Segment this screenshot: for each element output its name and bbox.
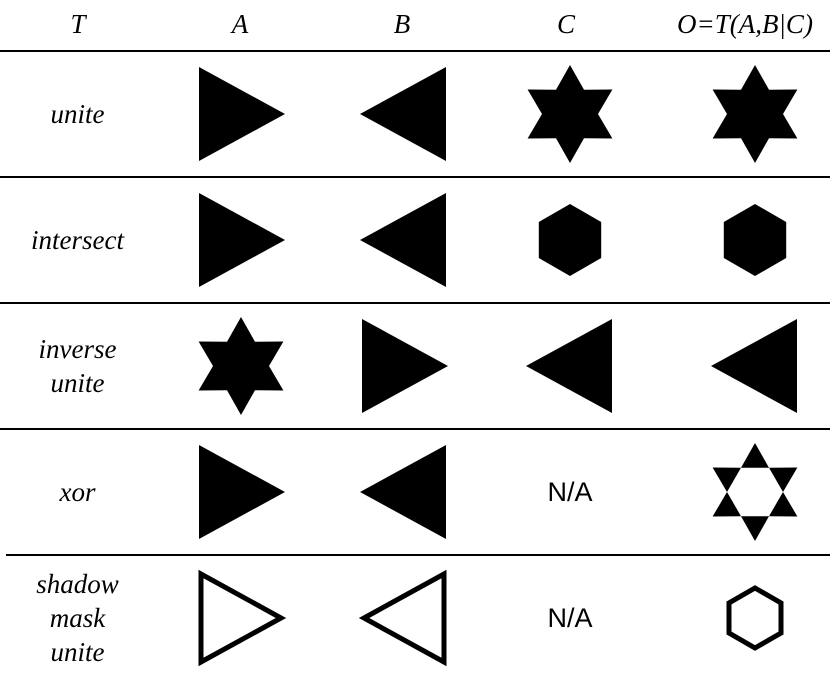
cell-c	[490, 52, 650, 176]
operation-label-line: inverse	[38, 334, 117, 364]
operation-row: unite	[0, 52, 830, 176]
triangle-right-filled-icon	[199, 67, 285, 161]
hexagon-outline-icon	[726, 585, 784, 651]
cell-a	[161, 52, 321, 176]
cell-b	[324, 178, 484, 302]
operation-label: unite	[0, 52, 155, 176]
operation-label-line: unite	[50, 637, 105, 667]
operation-label-line: xor	[59, 477, 96, 507]
row-rule	[0, 302, 830, 304]
cell-c	[490, 178, 650, 302]
cell-a	[161, 430, 321, 554]
operation-row: intersect	[0, 178, 830, 302]
operation-label: shadow mask unite	[0, 556, 155, 680]
triangle-right-outline-icon	[198, 569, 287, 667]
row-rule	[0, 176, 830, 178]
header-t: T	[70, 9, 86, 39]
cell-a	[161, 178, 321, 302]
cell-b	[324, 304, 484, 428]
header-o: O=T(A,B|C)	[677, 9, 813, 39]
operation-label-line: mask	[49, 603, 106, 633]
cell-b	[324, 430, 484, 554]
triangle-left-filled-icon	[360, 193, 446, 287]
cell-o	[675, 556, 830, 680]
star-filled-icon	[198, 317, 284, 415]
star-filled-icon	[527, 65, 613, 163]
header-c: C	[556, 9, 575, 39]
cell-c	[490, 304, 650, 428]
operation-label: intersect	[0, 178, 155, 302]
operation-label: xor	[0, 430, 155, 554]
triangle-left-filled-icon	[711, 319, 797, 413]
hexagon-filled-icon	[538, 204, 602, 276]
cell-a	[161, 556, 321, 680]
star-tips-icon	[712, 443, 798, 541]
cell-a	[161, 304, 321, 428]
triangle-left-outline-icon	[358, 569, 447, 667]
operation-label-line: intersect	[31, 225, 124, 255]
cell-b	[324, 52, 484, 176]
triangle-right-filled-icon	[362, 319, 448, 413]
header-a: A	[231, 9, 249, 39]
triangle-right-filled-icon	[199, 193, 285, 287]
star-filled-icon	[712, 65, 798, 163]
cell-o	[675, 178, 830, 302]
row-rule	[6, 554, 830, 556]
cell-o	[675, 52, 830, 176]
operation-label: inverse unite	[0, 304, 155, 428]
row-rule	[0, 428, 830, 430]
header-rule	[0, 50, 830, 52]
operation-row: inverse unite	[0, 304, 830, 428]
triangle-left-filled-icon	[360, 67, 446, 161]
triangle-left-filled-icon	[360, 445, 446, 539]
cell-c: N/A	[490, 556, 650, 680]
not-available-label: N/A	[547, 476, 593, 507]
cell-o	[675, 304, 830, 428]
triangle-right-filled-icon	[199, 445, 285, 539]
header-b: B	[393, 9, 411, 39]
cell-c: N/A	[490, 430, 650, 554]
cell-b	[324, 556, 484, 680]
cell-o	[675, 430, 830, 554]
hexagon-filled-icon	[723, 204, 787, 276]
operation-row: shadow mask unite N/A	[0, 556, 830, 680]
operation-label-line: unite	[50, 99, 105, 129]
operation-label-line: shadow	[36, 569, 119, 599]
not-available-label: N/A	[547, 602, 593, 633]
operation-row: xor N/A	[0, 430, 830, 554]
operation-label-line: unite	[50, 368, 105, 398]
triangle-left-filled-icon	[526, 319, 612, 413]
